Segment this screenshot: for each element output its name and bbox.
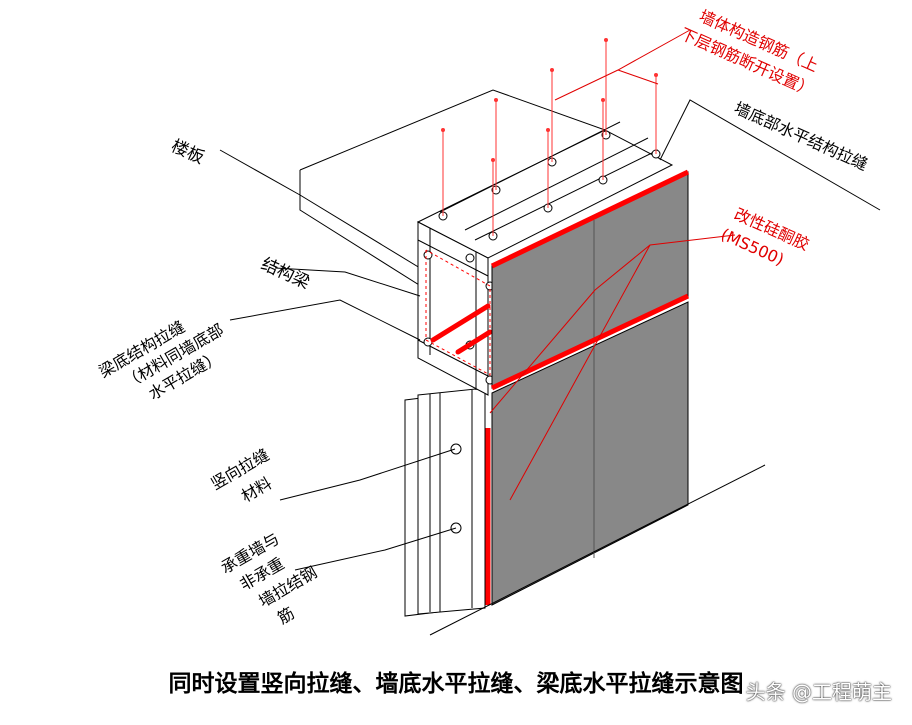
leader-lines-black — [219, 99, 881, 571]
ground-line — [429, 464, 766, 636]
label-floor-slab: 楼板 — [168, 136, 207, 168]
label-beam-bottom-joint: 梁底结构拉缝 （材料同墙底部 水平拉缝） — [96, 317, 227, 404]
leader-lines-red — [489, 29, 736, 501]
beam-rebar-dashed — [425, 249, 491, 376]
vertical-joint-strip — [404, 387, 486, 617]
label-structural-beam: 结构梁 — [258, 254, 313, 293]
svg-text:筋: 筋 — [274, 603, 297, 627]
wall-rebars — [442, 40, 657, 236]
svg-text:材料: 材料 — [238, 474, 275, 506]
figure-caption: 同时设置竖向拉缝、墙底水平拉缝、梁底水平拉缝示意图 — [168, 670, 744, 697]
label-vertical-joint-material: 竖向拉缝 材料 — [208, 445, 276, 506]
rebar-arrow-tips — [441, 38, 658, 162]
beam-rebars — [430, 303, 493, 355]
label-tie-bar: 承重墙与 非承重 墙拉结钢 筋 — [218, 529, 321, 628]
svg-text:结构梁: 结构梁 — [258, 254, 313, 293]
watermark: 头条 @工程萌主 — [745, 680, 892, 704]
svg-text:楼板: 楼板 — [168, 136, 207, 168]
label-sealant: 改性硅酮胶 (MS500) — [718, 204, 812, 269]
structural-beam — [416, 121, 674, 396]
bolt-hole-upper — [450, 443, 462, 455]
label-wall-rebar: 墙体构造钢筋（上 下层钢筋断开设置） — [677, 6, 821, 100]
